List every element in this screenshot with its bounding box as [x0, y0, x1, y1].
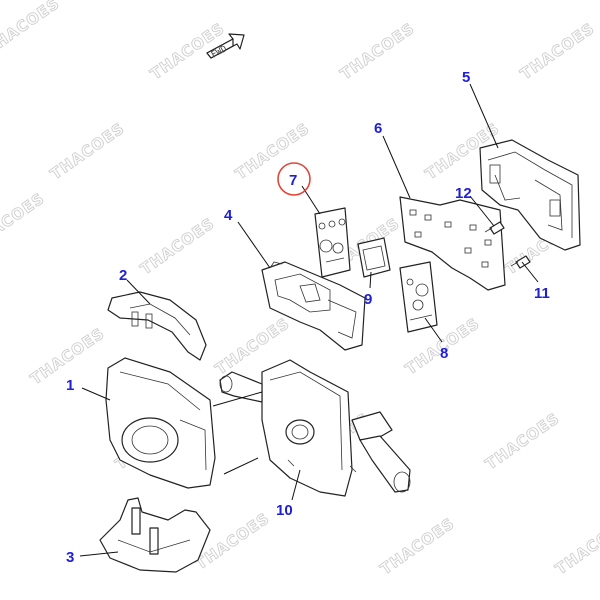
- callout-11: 11: [534, 285, 550, 302]
- callout-2: 2: [119, 267, 127, 284]
- part-9-window: [357, 237, 391, 278]
- part-3-bottom-bracket: [99, 497, 211, 573]
- highlight-ring: [277, 162, 311, 196]
- callout-3: 3: [66, 549, 74, 566]
- watermark: THACOES: [337, 19, 418, 83]
- callout-9: 9: [364, 291, 372, 308]
- callout-8: 8: [440, 345, 448, 362]
- part-12-screw: [484, 221, 505, 235]
- callout-labels: 1 2 3 4 5 6 7 8 9 10 11 12: [66, 69, 550, 566]
- callout-5: 5: [462, 69, 470, 86]
- part-4-housing: [261, 261, 366, 351]
- part-8-gauge-plate: [399, 261, 438, 333]
- watermark: THACOES: [517, 19, 598, 83]
- watermark: THACOES: [47, 119, 128, 183]
- callout-1: 1: [66, 377, 74, 394]
- part-7-gauge-plate: [314, 207, 351, 278]
- watermark: THACOES: [482, 409, 563, 473]
- leader-lines: [79, 83, 539, 557]
- part-6-circuit-board: [399, 196, 506, 291]
- callout-12: 12: [455, 185, 472, 202]
- part-11-screw: [510, 255, 531, 269]
- watermark: THACOES: [377, 514, 458, 578]
- watermark: THACOES: [552, 514, 600, 578]
- part-5-bracket: [479, 139, 581, 251]
- watermark: THACOES: [137, 214, 218, 278]
- part-1-lower-cover: [105, 357, 216, 489]
- watermark: THACOES: [0, 189, 48, 253]
- part-10-switch-assembly: [219, 359, 411, 497]
- callout-6: 6: [374, 120, 382, 137]
- watermark: THACOES: [0, 0, 63, 58]
- watermark: THACOES: [232, 119, 313, 183]
- callout-10: 10: [276, 502, 293, 519]
- callout-4: 4: [224, 207, 233, 224]
- callout-7: 7: [289, 172, 297, 189]
- fwd-arrow-icon: FWD: [206, 33, 245, 61]
- part-2-cover: [107, 291, 207, 361]
